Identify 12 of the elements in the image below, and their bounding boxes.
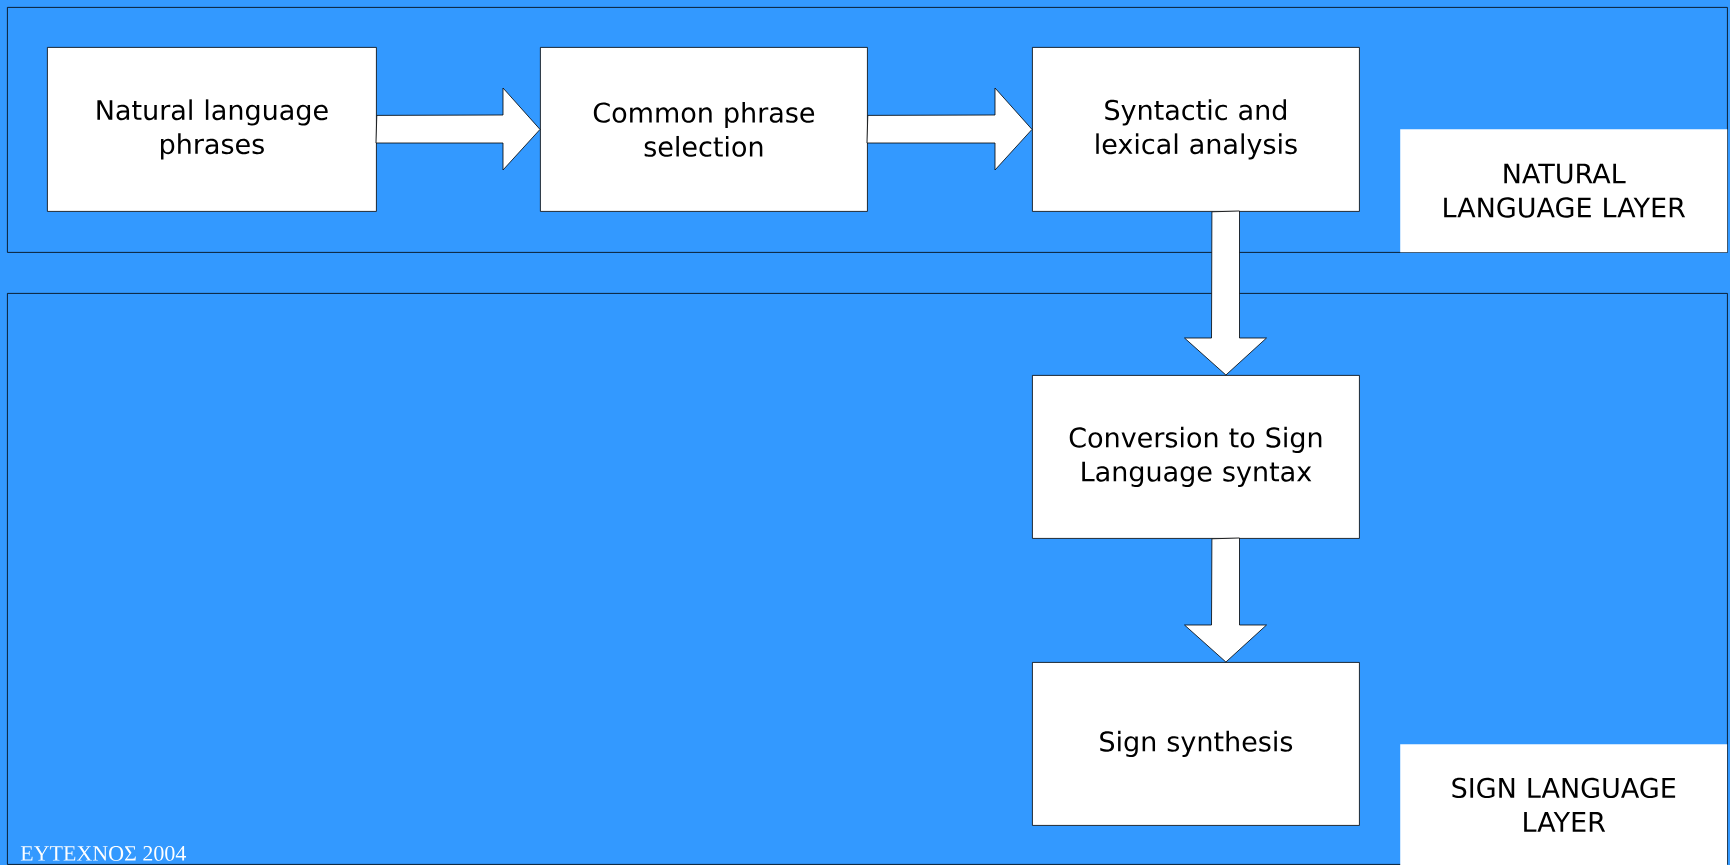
block-arrow: [1184, 537, 1267, 663]
layer-label: NATURAL LANGUAGE LAYER: [1400, 129, 1728, 253]
process-box: Conversion to Sign Language syntax: [1032, 375, 1360, 539]
process-box: Syntactic and lexical analysis: [1032, 47, 1360, 212]
block-arrow: [375, 87, 541, 171]
footer-text: ΕΥΤΕΧΝΟΣ 2004: [20, 845, 187, 861]
layer-label: SIGN LANGUAGE LAYER: [1400, 744, 1728, 865]
block-arrow: [866, 87, 1033, 171]
block-arrow: [1184, 210, 1267, 376]
process-box: Natural language phrases: [47, 47, 377, 212]
process-box: Common phrase selection: [540, 47, 868, 212]
process-box: Sign synthesis: [1032, 662, 1360, 826]
